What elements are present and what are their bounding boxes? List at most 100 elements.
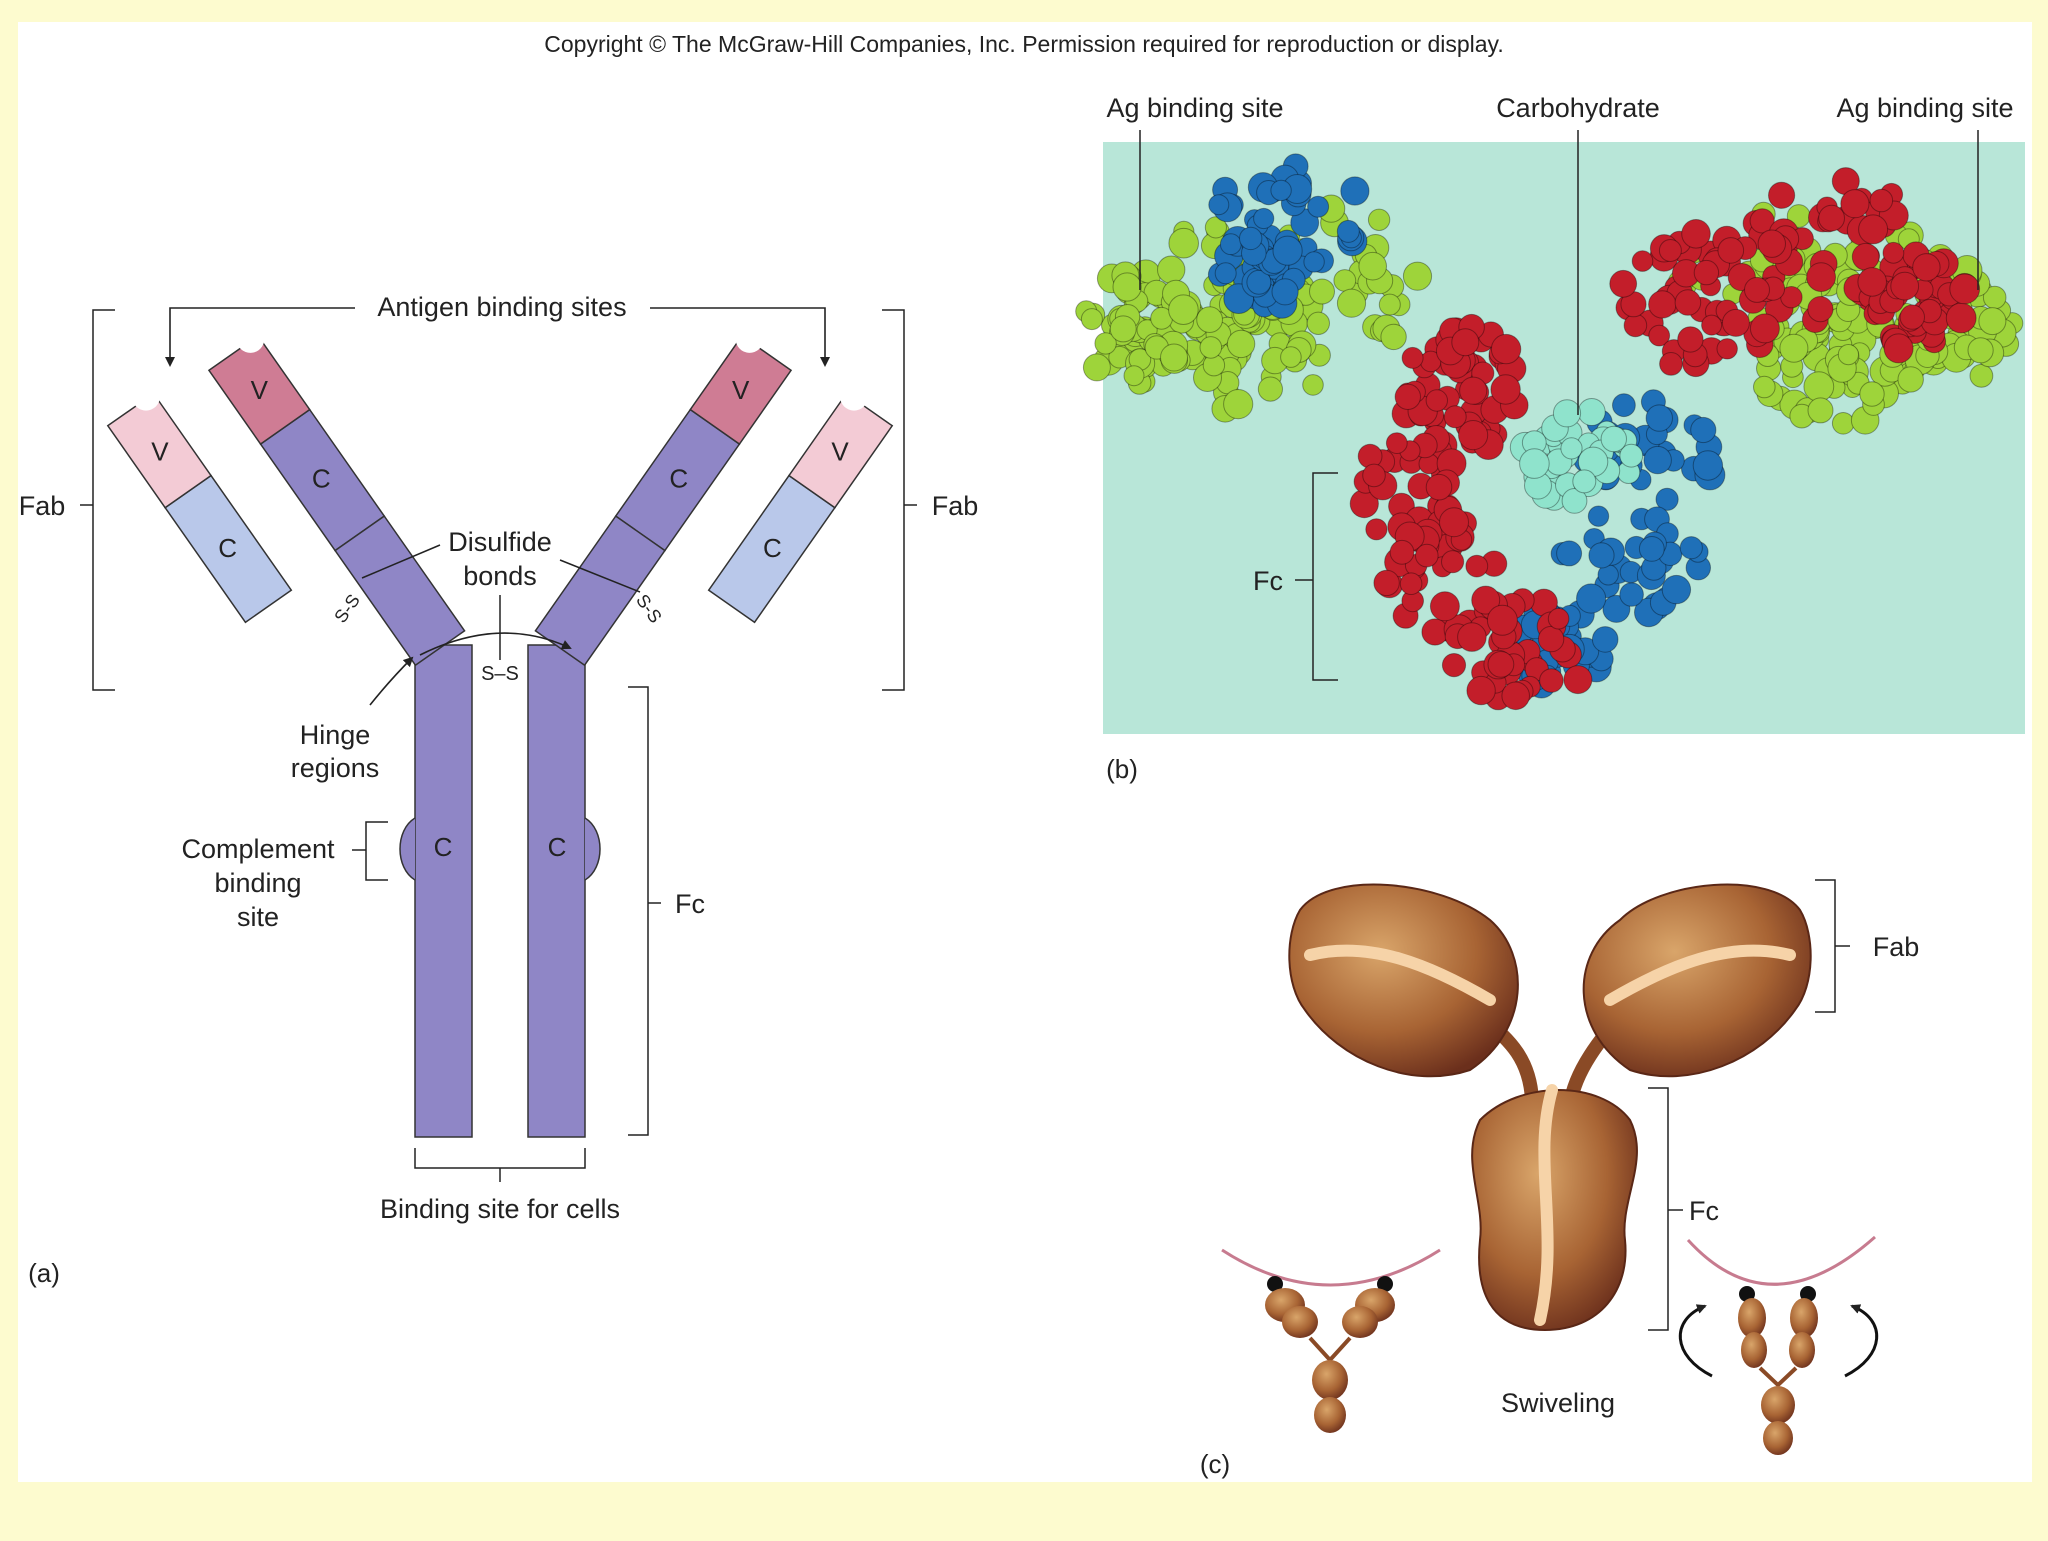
label-fab-panel-c: Fab: [1873, 932, 1920, 962]
atom-sphere-cluster-1: [1897, 366, 1924, 393]
atom-sphere-cluster-5: [1818, 204, 1845, 232]
atom-sphere-cluster-6: [1394, 383, 1422, 410]
atom-sphere-cluster-5: [1648, 324, 1671, 347]
copyright-notice: Copyright © The McGraw-Hill Companies, I…: [544, 31, 1503, 57]
atom-sphere-cluster-1: [1831, 412, 1855, 435]
antigen-membrane-right: [1686, 1235, 1876, 1286]
atom-sphere-cluster-6: [1401, 346, 1424, 369]
atom-sphere-cluster-6: [1389, 539, 1415, 565]
atom-sphere-cluster-0: [1168, 294, 1199, 326]
atom-sphere-cluster-1: [1978, 307, 2007, 336]
disulfide-bond-hinge: S–S: [481, 663, 519, 685]
label-fab-left: Fab: [19, 491, 66, 521]
atom-sphere-cluster-5: [1949, 273, 1981, 305]
heavy-chain-v-domain-left: [207, 334, 311, 446]
arrow-hinge-left: [369, 656, 414, 706]
mini-fab-right-1: [1738, 1298, 1766, 1338]
panel-a-label: (a): [28, 1258, 60, 1288]
atom-sphere-cluster-5: [1677, 326, 1704, 353]
small-antibody-left: [1221, 1248, 1441, 1433]
atom-sphere-cluster-5: [1659, 352, 1683, 376]
arrow-hinge-right: [419, 632, 572, 656]
domain-label-c-heavy-right: C: [669, 463, 688, 493]
atom-sphere-cluster-6: [1486, 604, 1518, 636]
domain-label-v-heavy-right: V: [732, 375, 750, 405]
bracket-fc-panel-c: [1648, 1087, 1669, 1331]
atom-sphere-cluster-3: [1692, 450, 1724, 481]
domain-label-v-light-left: V: [151, 436, 169, 466]
mini-fc-right-2: [1763, 1421, 1793, 1455]
atom-sphere-cluster-0: [1336, 288, 1367, 318]
atom-sphere-cluster-5: [1658, 239, 1682, 262]
atom-sphere-cluster-1: [1807, 397, 1834, 424]
atom-sphere-cluster-6: [1429, 591, 1460, 622]
small-antibody-right: [1678, 1235, 1879, 1455]
atom-sphere-cluster-6: [1441, 653, 1467, 678]
mini-fc-left-2: [1314, 1397, 1346, 1433]
atom-sphere-cluster-0: [1367, 208, 1391, 232]
atom-sphere-cluster-5: [1749, 313, 1780, 344]
atom-sphere-cluster-0: [1123, 365, 1145, 387]
atom-sphere-cluster-3: [1661, 574, 1692, 605]
atom-sphere-cluster-5: [1609, 269, 1638, 298]
atom-sphere-cluster-6: [1425, 389, 1449, 412]
atom-sphere-cluster-0: [1168, 227, 1199, 259]
atom-sphere-cluster-5: [1693, 259, 1720, 286]
fc-highlight: [1534, 1084, 1558, 1326]
domain-label-v-heavy-left: V: [251, 375, 269, 405]
atom-sphere-cluster-6: [1365, 518, 1388, 541]
label-complement-line3: site: [237, 902, 279, 932]
atom-sphere-cluster-6: [1465, 554, 1489, 578]
atom-sphere-cluster-0: [1112, 272, 1142, 302]
atom-sphere-cluster-4: [1600, 425, 1628, 453]
atom-sphere-cluster-0: [1309, 278, 1335, 305]
label-hinge-line1: Hinge: [300, 720, 371, 750]
atom-sphere-cluster-4: [1519, 448, 1550, 479]
mini-fab-right-4: [1789, 1332, 1815, 1368]
label-ag-binding-left: Ag binding site: [1106, 93, 1283, 123]
bracket-fab-left: [92, 309, 115, 691]
atom-sphere-cluster-2: [1239, 226, 1263, 251]
heavy-chain-v-domain-right: [689, 334, 793, 446]
atom-sphere-cluster-0: [1226, 329, 1256, 359]
panel-b-label: (b): [1106, 754, 1138, 784]
sphere-clusters: [1075, 153, 2024, 711]
atom-sphere-cluster-6: [1443, 405, 1467, 429]
atom-sphere-cluster-2: [1214, 262, 1237, 285]
label-hinge-line2: regions: [291, 753, 380, 783]
atom-sphere-cluster-0: [1378, 293, 1401, 316]
mini-fc-left-1: [1312, 1360, 1348, 1400]
atom-sphere-cluster-5: [1882, 241, 1905, 264]
atom-sphere-cluster-5: [1840, 189, 1870, 219]
atom-sphere-cluster-4: [1572, 469, 1597, 494]
label-ag-binding-right: Ag binding site: [1836, 93, 2013, 123]
atom-sphere-cluster-3: [1645, 404, 1674, 432]
atom-sphere-cluster-0: [1196, 306, 1223, 334]
arrow-antigen-site-right: [650, 307, 830, 367]
panel-c-label: (c): [1200, 1449, 1230, 1479]
label-fab-right: Fab: [932, 491, 979, 521]
atom-sphere-cluster-2: [1303, 251, 1325, 273]
atom-sphere-cluster-3: [1679, 536, 1703, 560]
fab-lobe-left: [1288, 883, 1519, 1078]
atom-sphere-cluster-5: [1883, 333, 1914, 364]
atom-sphere-cluster-1: [1969, 363, 1994, 388]
atom-sphere-cluster-6: [1459, 376, 1488, 405]
atom-sphere-cluster-6: [1451, 328, 1480, 357]
atom-sphere-cluster-5: [1717, 237, 1745, 264]
atom-sphere-cluster-5: [1899, 304, 1926, 330]
atom-sphere-cluster-6: [1415, 543, 1439, 568]
atom-sphere-cluster-6: [1501, 681, 1530, 711]
atom-sphere-cluster-0: [1204, 216, 1228, 239]
mini-fc-right-1: [1761, 1386, 1795, 1424]
bracket-complement: [365, 821, 388, 881]
domain-label-c-light-left: C: [218, 533, 237, 563]
atom-sphere-cluster-3: [1690, 416, 1717, 444]
label-disulfide-line1: Disulfide: [448, 527, 552, 557]
atom-sphere-cluster-5: [1890, 271, 1920, 301]
atom-sphere-cluster-5: [1674, 289, 1702, 316]
heavy-chain-arm-right: V C: [534, 324, 793, 667]
atom-sphere-cluster-3: [1655, 487, 1679, 511]
bracket-fab-right: [882, 309, 905, 691]
